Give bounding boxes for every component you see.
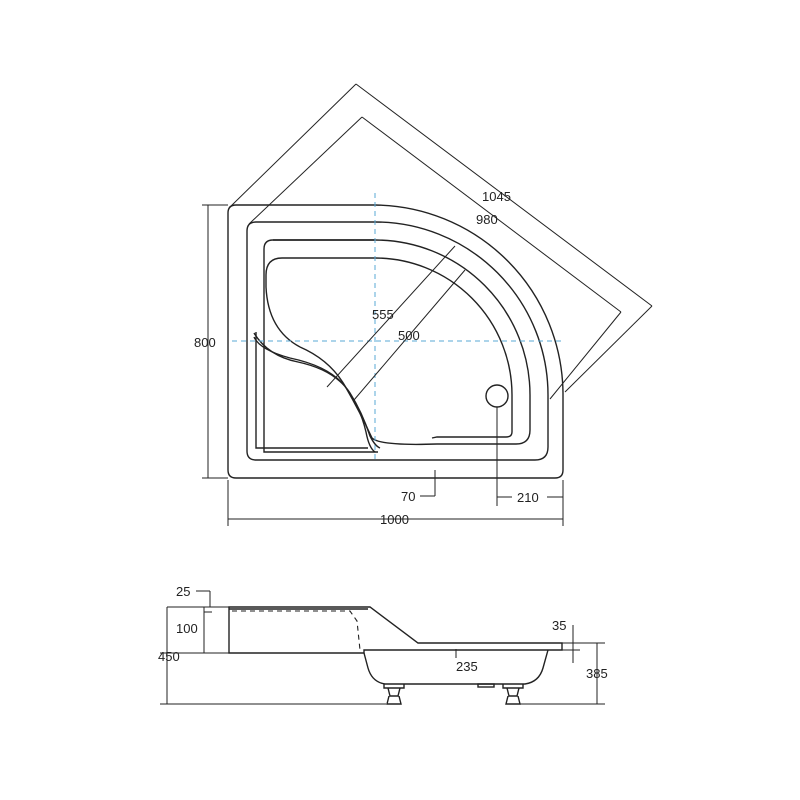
seat-step xyxy=(299,346,438,446)
tray-outer-outline xyxy=(227,204,564,479)
dimension-label-100: 100 xyxy=(176,621,198,636)
dimension-front-rim: 35 xyxy=(552,618,605,663)
basin-back-edge xyxy=(263,239,378,453)
dimension-drain-offset: 210 xyxy=(496,407,564,506)
tray-side-outline xyxy=(228,606,563,654)
drain-icon xyxy=(485,384,509,408)
seat-hidden-line xyxy=(232,610,361,651)
dimension-edge-offset: 70 xyxy=(401,470,436,504)
dimension-tray-height: 385 xyxy=(520,643,608,705)
dimension-radius-outer: 555 xyxy=(326,245,456,388)
dimension-diagonal-inner: 980 xyxy=(248,116,622,400)
dimension-label-500: 500 xyxy=(398,328,420,343)
seat-curve-upper xyxy=(253,332,381,449)
dimension-rim-thickness: 25 xyxy=(167,584,229,608)
dimension-label-210: 210 xyxy=(517,490,539,505)
side-view: 25 100 450 35 235 xyxy=(158,584,608,705)
support-feet xyxy=(383,683,524,705)
dimension-base-height: 235 xyxy=(455,649,478,674)
dimension-label-450: 450 xyxy=(158,649,180,664)
dimension-radius-inner: 500 xyxy=(353,269,466,401)
dimension-width: 1000 xyxy=(227,480,564,527)
seat-curve-inner xyxy=(255,332,368,449)
dimension-label-1000: 1000 xyxy=(380,512,409,527)
dimension-label-70: 70 xyxy=(401,489,415,504)
dimension-total-height: 450 xyxy=(158,607,386,705)
basin-outline xyxy=(273,239,531,445)
plan-view: 1045 980 555 500 800 xyxy=(194,83,653,527)
dimension-label-980: 980 xyxy=(476,212,498,227)
basin-floor-outline xyxy=(282,257,513,439)
dimension-label-235: 235 xyxy=(456,659,478,674)
dimension-label-385: 385 xyxy=(586,666,608,681)
dimension-label-35: 35 xyxy=(552,618,566,633)
dimension-label-25: 25 xyxy=(176,584,190,599)
dimension-seat-depth: 100 xyxy=(176,607,212,653)
dimension-label-1045: 1045 xyxy=(482,189,511,204)
seat-back-curve xyxy=(265,257,301,348)
dimension-label-555: 555 xyxy=(372,307,394,322)
dimension-height: 800 xyxy=(194,204,228,479)
tray-rim-inner-edge xyxy=(246,221,549,461)
dimension-label-800: 800 xyxy=(194,335,216,350)
dimension-diagonal-outer: 1045 xyxy=(229,83,653,393)
